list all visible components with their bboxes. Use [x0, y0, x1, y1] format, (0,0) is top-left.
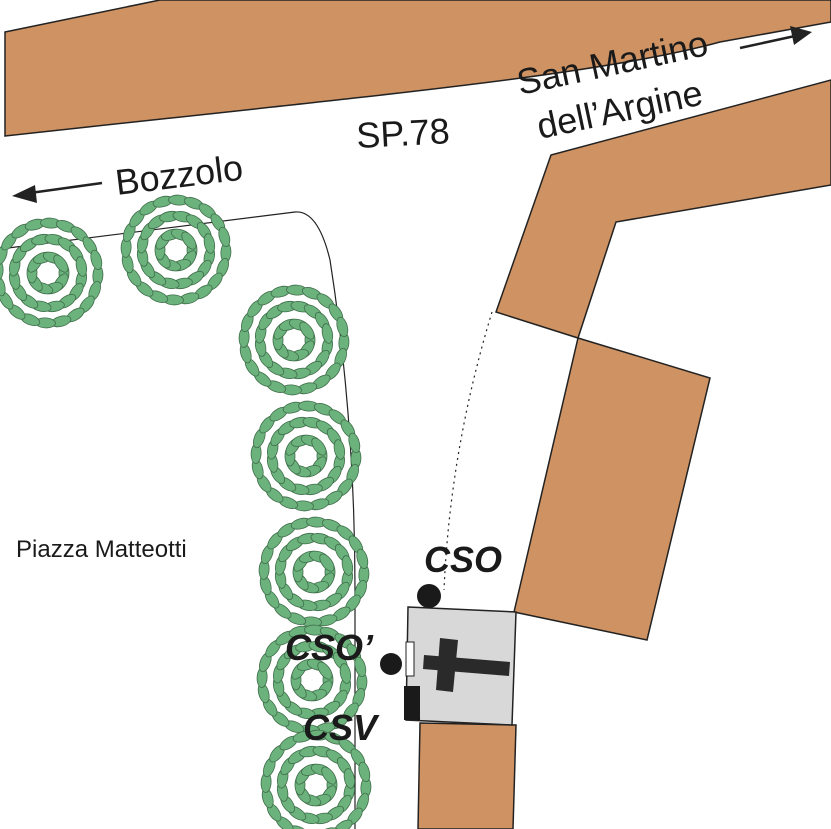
destination-west-label: Bozzolo [113, 147, 245, 203]
marker-label-cso: CSO [424, 539, 502, 580]
cross-icon [423, 638, 510, 692]
road-label: SP.78 [355, 110, 450, 156]
tree-icon [238, 284, 350, 396]
arrow-right-icon [739, 26, 812, 50]
buildings [4, 0, 831, 829]
building-south [417, 722, 517, 829]
marker-dot-icon-cso-prime [380, 653, 402, 675]
trees [0, 194, 372, 829]
arrow-left-icon [12, 181, 103, 203]
church [405, 606, 517, 726]
marker-label-csv: CSV [303, 707, 380, 748]
building-north [4, 0, 831, 137]
marker-dot-icon-cso [417, 584, 441, 608]
tree-icon [256, 624, 368, 736]
tree-icon [258, 516, 370, 628]
tree-icon [260, 729, 372, 829]
tree-icon [250, 400, 362, 512]
building-east-block [513, 337, 711, 641]
tree-icon [0, 217, 104, 329]
square-label: Piazza Matteotti [16, 536, 187, 563]
marker-rect-csv [404, 686, 420, 720]
church-entrance [405, 641, 415, 677]
marker-label-cso-prime: CSO’ [285, 627, 374, 668]
dotted-path [443, 311, 493, 591]
tree-icon [120, 194, 232, 306]
